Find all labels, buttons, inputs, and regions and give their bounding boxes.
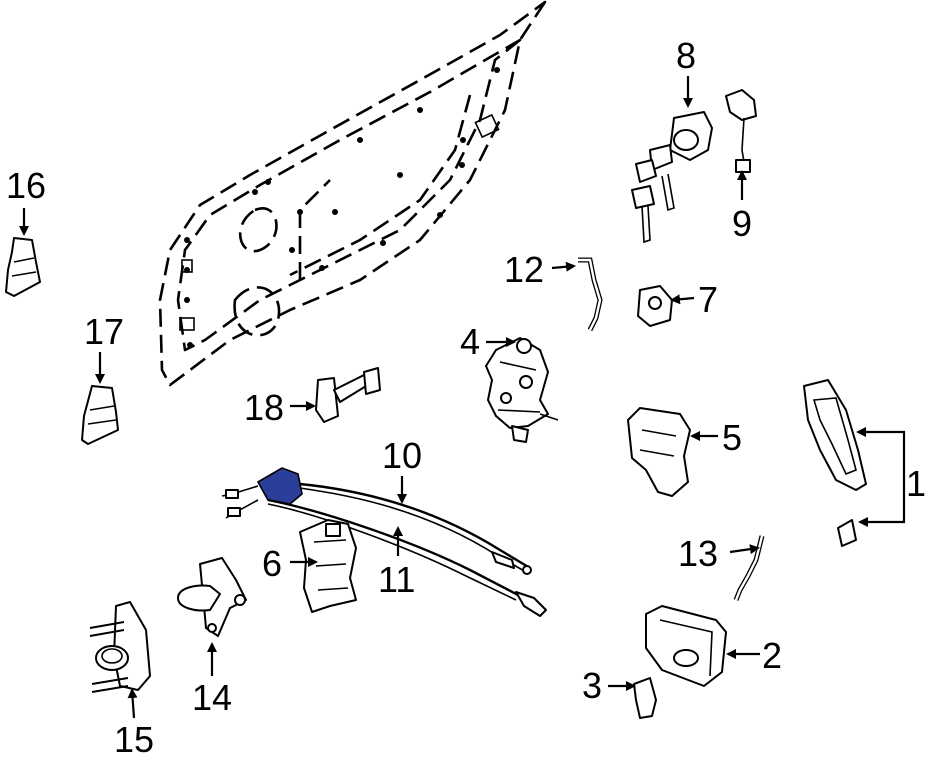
part-4-latch xyxy=(485,337,559,443)
callout-3: 3 xyxy=(582,665,602,706)
callout-10: 10 xyxy=(382,435,422,476)
callout-18: 18 xyxy=(244,387,284,428)
part-13-rod xyxy=(733,535,765,601)
callout-12: 12 xyxy=(504,249,544,290)
callout-1: 1 xyxy=(906,463,926,504)
callout-labels: 1 2 3 4 5 6 7 8 9 10 11 12 13 14 15 16 1… xyxy=(6,35,926,760)
part-16-bracket xyxy=(5,237,41,297)
callout-9: 9 xyxy=(732,203,752,244)
door-outline xyxy=(158,0,547,387)
callout-4: 4 xyxy=(460,321,480,362)
part-8-lock-cylinder xyxy=(631,111,713,244)
part-17-bracket xyxy=(81,385,119,445)
part-11-cable xyxy=(225,498,547,617)
part-9-switch xyxy=(725,89,757,173)
callout-7: 7 xyxy=(698,279,718,320)
part-18-door-check xyxy=(315,367,381,423)
callout-2: 2 xyxy=(762,635,782,676)
part-2-actuator xyxy=(645,605,727,687)
callout-17: 17 xyxy=(84,311,124,352)
callout-6: 6 xyxy=(262,543,282,584)
callout-15: 15 xyxy=(114,719,154,760)
part-14-striker-stud xyxy=(177,557,247,637)
leader-arrows xyxy=(19,76,906,719)
part-1-outside-handle xyxy=(803,379,867,547)
part-5-latch-cover xyxy=(627,407,691,497)
part-12-rod xyxy=(578,257,603,332)
callout-8: 8 xyxy=(676,35,696,76)
part-3-clip xyxy=(633,677,657,719)
callout-11: 11 xyxy=(378,559,415,600)
callout-16: 16 xyxy=(6,165,46,206)
callout-14: 14 xyxy=(192,677,232,718)
part-6-inside-handle xyxy=(299,519,357,613)
part-7-striker xyxy=(637,285,673,327)
callout-5: 5 xyxy=(722,417,742,458)
part-15-hinge xyxy=(89,601,151,693)
callout-13: 13 xyxy=(678,533,718,574)
